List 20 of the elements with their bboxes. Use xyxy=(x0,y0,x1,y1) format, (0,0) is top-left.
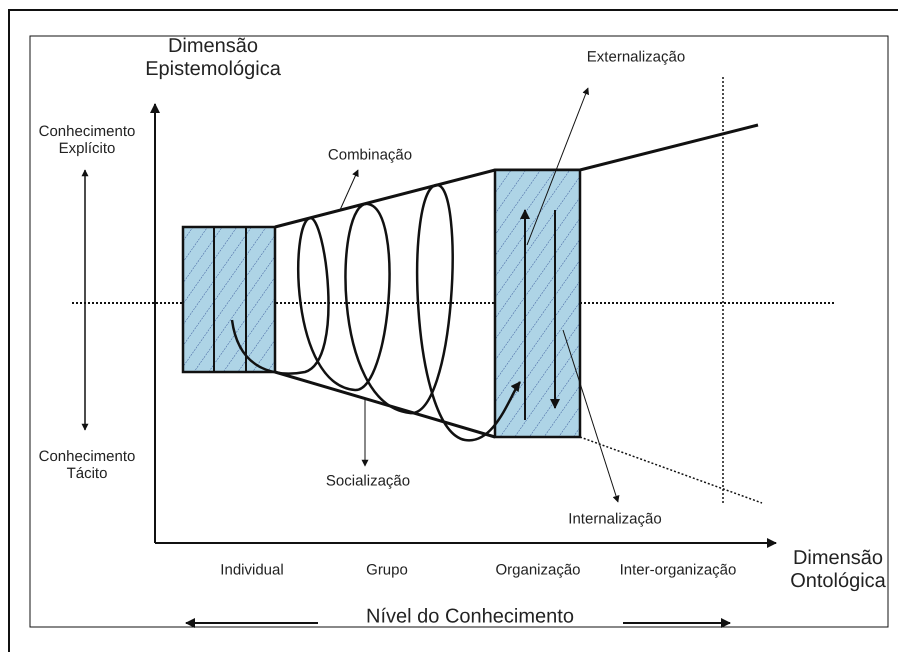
axis-end-label: Conhecimento Tácito xyxy=(38,448,136,482)
spiral-arrow xyxy=(230,184,522,442)
callout-label: Combinação xyxy=(328,146,412,164)
level-label: Inter-organização xyxy=(620,561,736,579)
callout-label: Internalização xyxy=(568,510,662,528)
axis-label: Dimensão Ontológica xyxy=(789,547,887,593)
leader-line xyxy=(362,400,368,467)
callout-label: Socialização xyxy=(326,472,410,490)
level-label: Individual xyxy=(220,561,284,579)
axis-label: Dimensão Epistemológica xyxy=(144,35,282,81)
level-label: Grupo xyxy=(366,561,408,579)
leader-line xyxy=(526,87,589,246)
leader-line xyxy=(562,330,620,503)
level-label: Organização xyxy=(495,561,581,579)
callout-label: Externalização xyxy=(586,48,686,66)
leader-line xyxy=(340,169,359,210)
individual-block xyxy=(182,226,276,374)
organization-block xyxy=(494,168,582,438)
axis-end-label: Conhecimento Explícito xyxy=(38,122,136,158)
axis-title: Nível do Conhecimento xyxy=(366,606,574,628)
